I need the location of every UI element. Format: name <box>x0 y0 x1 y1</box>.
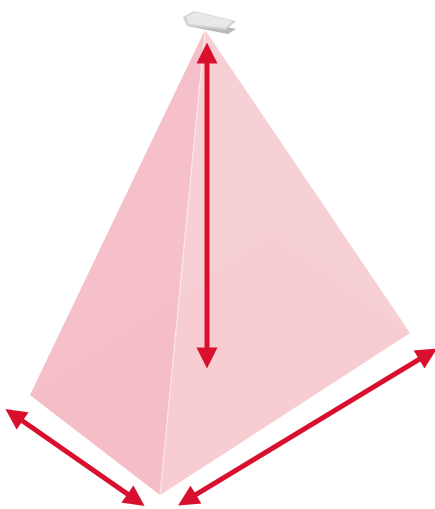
ceiling-sensor-icon <box>183 11 236 34</box>
detection-cone <box>30 30 410 495</box>
